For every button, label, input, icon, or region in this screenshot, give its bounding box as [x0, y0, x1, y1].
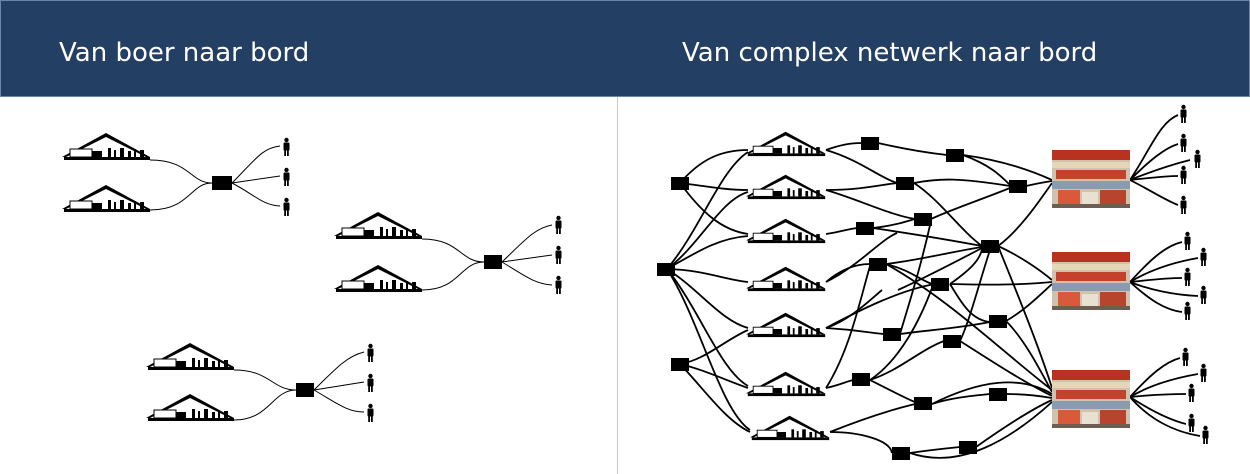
person-icon	[1184, 267, 1191, 286]
farm-icon	[749, 415, 830, 441]
person-icon	[1200, 285, 1207, 304]
supermarket-icon	[1052, 370, 1130, 428]
person-icon	[1200, 247, 1207, 266]
hub-node	[896, 177, 914, 190]
farm-icon	[61, 184, 151, 213]
hub-node	[852, 373, 870, 386]
person-icon	[1184, 231, 1191, 250]
farm-icon	[333, 211, 423, 240]
farm-icon	[745, 312, 826, 338]
hub-node	[946, 149, 964, 162]
right-panel-title: Van complex netwerk naar bord	[682, 38, 1098, 68]
person-icon	[367, 343, 374, 362]
farm-icon	[61, 132, 151, 161]
person-icon	[1188, 413, 1195, 432]
person-icon	[555, 275, 562, 294]
hub-node	[989, 388, 1007, 401]
hub-node	[959, 441, 977, 454]
hub-node	[883, 328, 901, 341]
left-network-edges	[149, 145, 553, 421]
farm-icon	[745, 174, 826, 200]
supermarket-icon	[1052, 252, 1130, 310]
hub-node	[869, 258, 887, 271]
hub-node	[212, 176, 232, 190]
farm-icon	[333, 264, 423, 293]
hub-node	[861, 137, 879, 150]
person-icon	[1188, 383, 1195, 402]
person-icon	[283, 137, 290, 156]
person-icon	[367, 403, 374, 422]
hub-node	[989, 315, 1007, 328]
farm-icon	[145, 393, 235, 422]
panel-divider	[617, 97, 618, 474]
hub-node	[484, 255, 502, 269]
right-network-edges	[666, 114, 1201, 459]
hub-node	[296, 383, 314, 397]
person-icon	[1180, 165, 1187, 184]
person-icon	[1200, 363, 1207, 382]
person-icon	[367, 373, 374, 392]
person-icon	[1182, 347, 1189, 366]
farm-icon	[745, 371, 826, 397]
hub-node	[981, 240, 999, 253]
person-icon	[1180, 133, 1187, 152]
hub-node	[1009, 180, 1027, 193]
person-icon	[283, 167, 290, 186]
hub-node	[914, 213, 932, 226]
farm-icon	[745, 266, 826, 292]
hub-node	[671, 177, 689, 190]
farm-icon	[145, 342, 235, 371]
farm-icon	[745, 131, 826, 157]
hub-node	[671, 358, 689, 371]
person-icon	[1180, 195, 1187, 214]
person-icon	[555, 245, 562, 264]
farm-icon	[745, 218, 826, 244]
person-icon	[1184, 301, 1191, 320]
supermarket-icon	[1052, 150, 1130, 208]
right-hubs	[657, 137, 1027, 460]
person-icon	[555, 215, 562, 234]
hub-node	[657, 263, 675, 276]
hub-node	[892, 447, 910, 460]
hub-node	[856, 222, 874, 235]
hub-node	[931, 278, 949, 291]
hub-node	[943, 335, 961, 348]
person-icon	[283, 197, 290, 216]
hub-node	[914, 397, 932, 410]
header-bar: Van boer naar bord Van complex netwerk n…	[0, 0, 1250, 97]
person-icon	[1180, 104, 1187, 123]
left-panel-title: Van boer naar bord	[59, 38, 310, 68]
person-icon	[1194, 149, 1201, 168]
person-icon	[1202, 425, 1209, 444]
